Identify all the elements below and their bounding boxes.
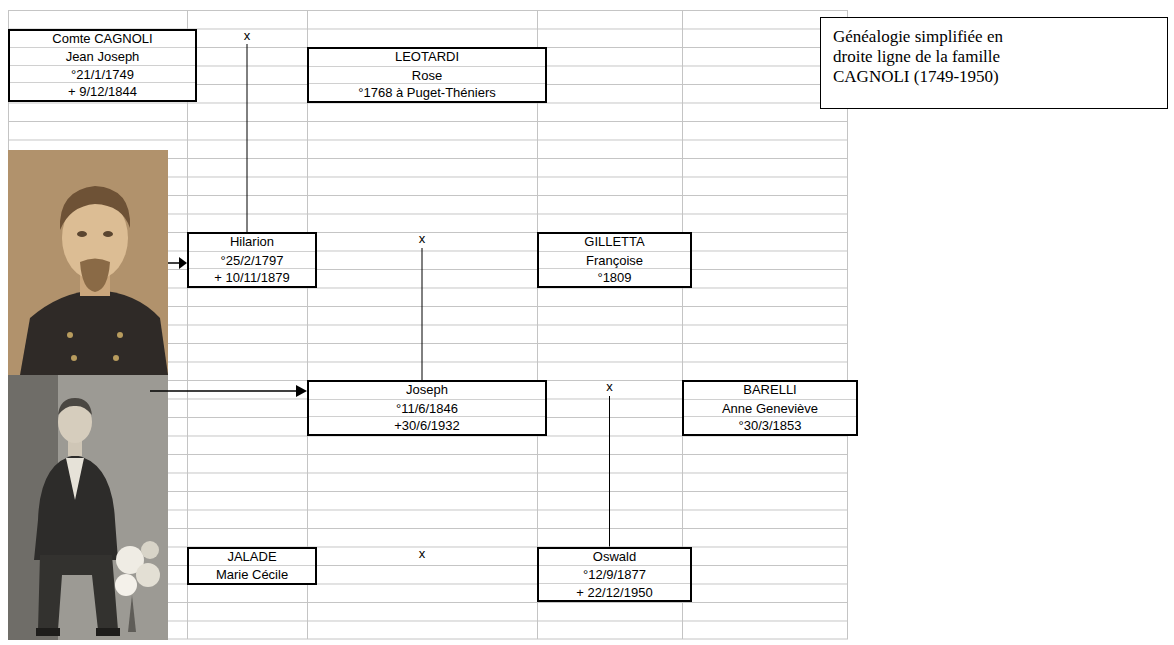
marriage-mark: x (402, 545, 442, 564)
person-box: Joseph°11/6/1846+30/6/1932 (307, 380, 547, 436)
person-text: °1809 (539, 268, 690, 286)
person-text: + 10/11/1879 (189, 268, 315, 286)
person-text: +30/6/1932 (309, 416, 545, 434)
person-text: Joseph (309, 382, 545, 399)
person-text: GILLETTA (539, 234, 690, 251)
person-text: Comte CAGNOLI (10, 31, 195, 48)
grid-line (682, 10, 683, 639)
person-text: BARELLI (684, 382, 856, 399)
diagram-title: Généalogie simplifiée en droite ligne de… (833, 27, 1038, 87)
person-text: °1768 à Puget-Théniers (309, 83, 545, 101)
person-text: °25/2/1797 (189, 251, 315, 269)
person-text: °12/9/1877 (539, 565, 690, 583)
person-box: JALADEMarie Cécile (187, 547, 317, 585)
person-text: °11/6/1846 (309, 399, 545, 417)
marriage-mark: x (227, 27, 267, 46)
person-box: Comte CAGNOLIJean Joseph°21/1/1749+ 9/12… (8, 29, 197, 102)
grid-line (187, 10, 188, 639)
marriage-mark: x (402, 230, 442, 249)
grid-line (307, 10, 308, 639)
photo-pointer-arrow (168, 257, 187, 269)
person-box: Hilarion°25/2/1797+ 10/11/1879 (187, 232, 317, 288)
person-box: GILLETTAFrançoise°1809 (537, 232, 692, 288)
person-text: + 22/12/1950 (539, 583, 690, 601)
person-box: Oswald°12/9/1877+ 22/12/1950 (537, 547, 692, 603)
portrait-photo (8, 150, 168, 375)
person-text: Oswald (539, 549, 690, 566)
descent-line (609, 396, 610, 547)
seated-man-photo (8, 375, 168, 640)
person-text: Hilarion (189, 234, 315, 251)
title-box: Généalogie simplifiée en droite ligne de… (820, 17, 1168, 109)
person-text: Anne Geneviève (684, 399, 856, 417)
person-text: °21/1/1749 (10, 65, 195, 83)
grid-line (537, 10, 538, 639)
person-text: + 9/12/1844 (10, 82, 195, 100)
descent-line (422, 248, 423, 380)
person-text: JALADE (189, 549, 315, 566)
marriage-mark: x (590, 378, 630, 397)
person-box: LEOTARDIRose°1768 à Puget-Théniers (307, 47, 547, 103)
person-text: Françoise (539, 251, 690, 269)
person-text: °30/3/1853 (684, 416, 856, 434)
photo-pointer-arrow (150, 385, 307, 397)
person-text: Marie Cécile (189, 565, 315, 583)
person-text: LEOTARDI (309, 49, 545, 66)
grid-rows (8, 10, 848, 639)
descent-line (247, 44, 248, 232)
person-text: Rose (309, 66, 545, 84)
person-box: BARELLIAnne Geneviève°30/3/1853 (682, 380, 858, 436)
person-text: Jean Joseph (10, 47, 195, 65)
